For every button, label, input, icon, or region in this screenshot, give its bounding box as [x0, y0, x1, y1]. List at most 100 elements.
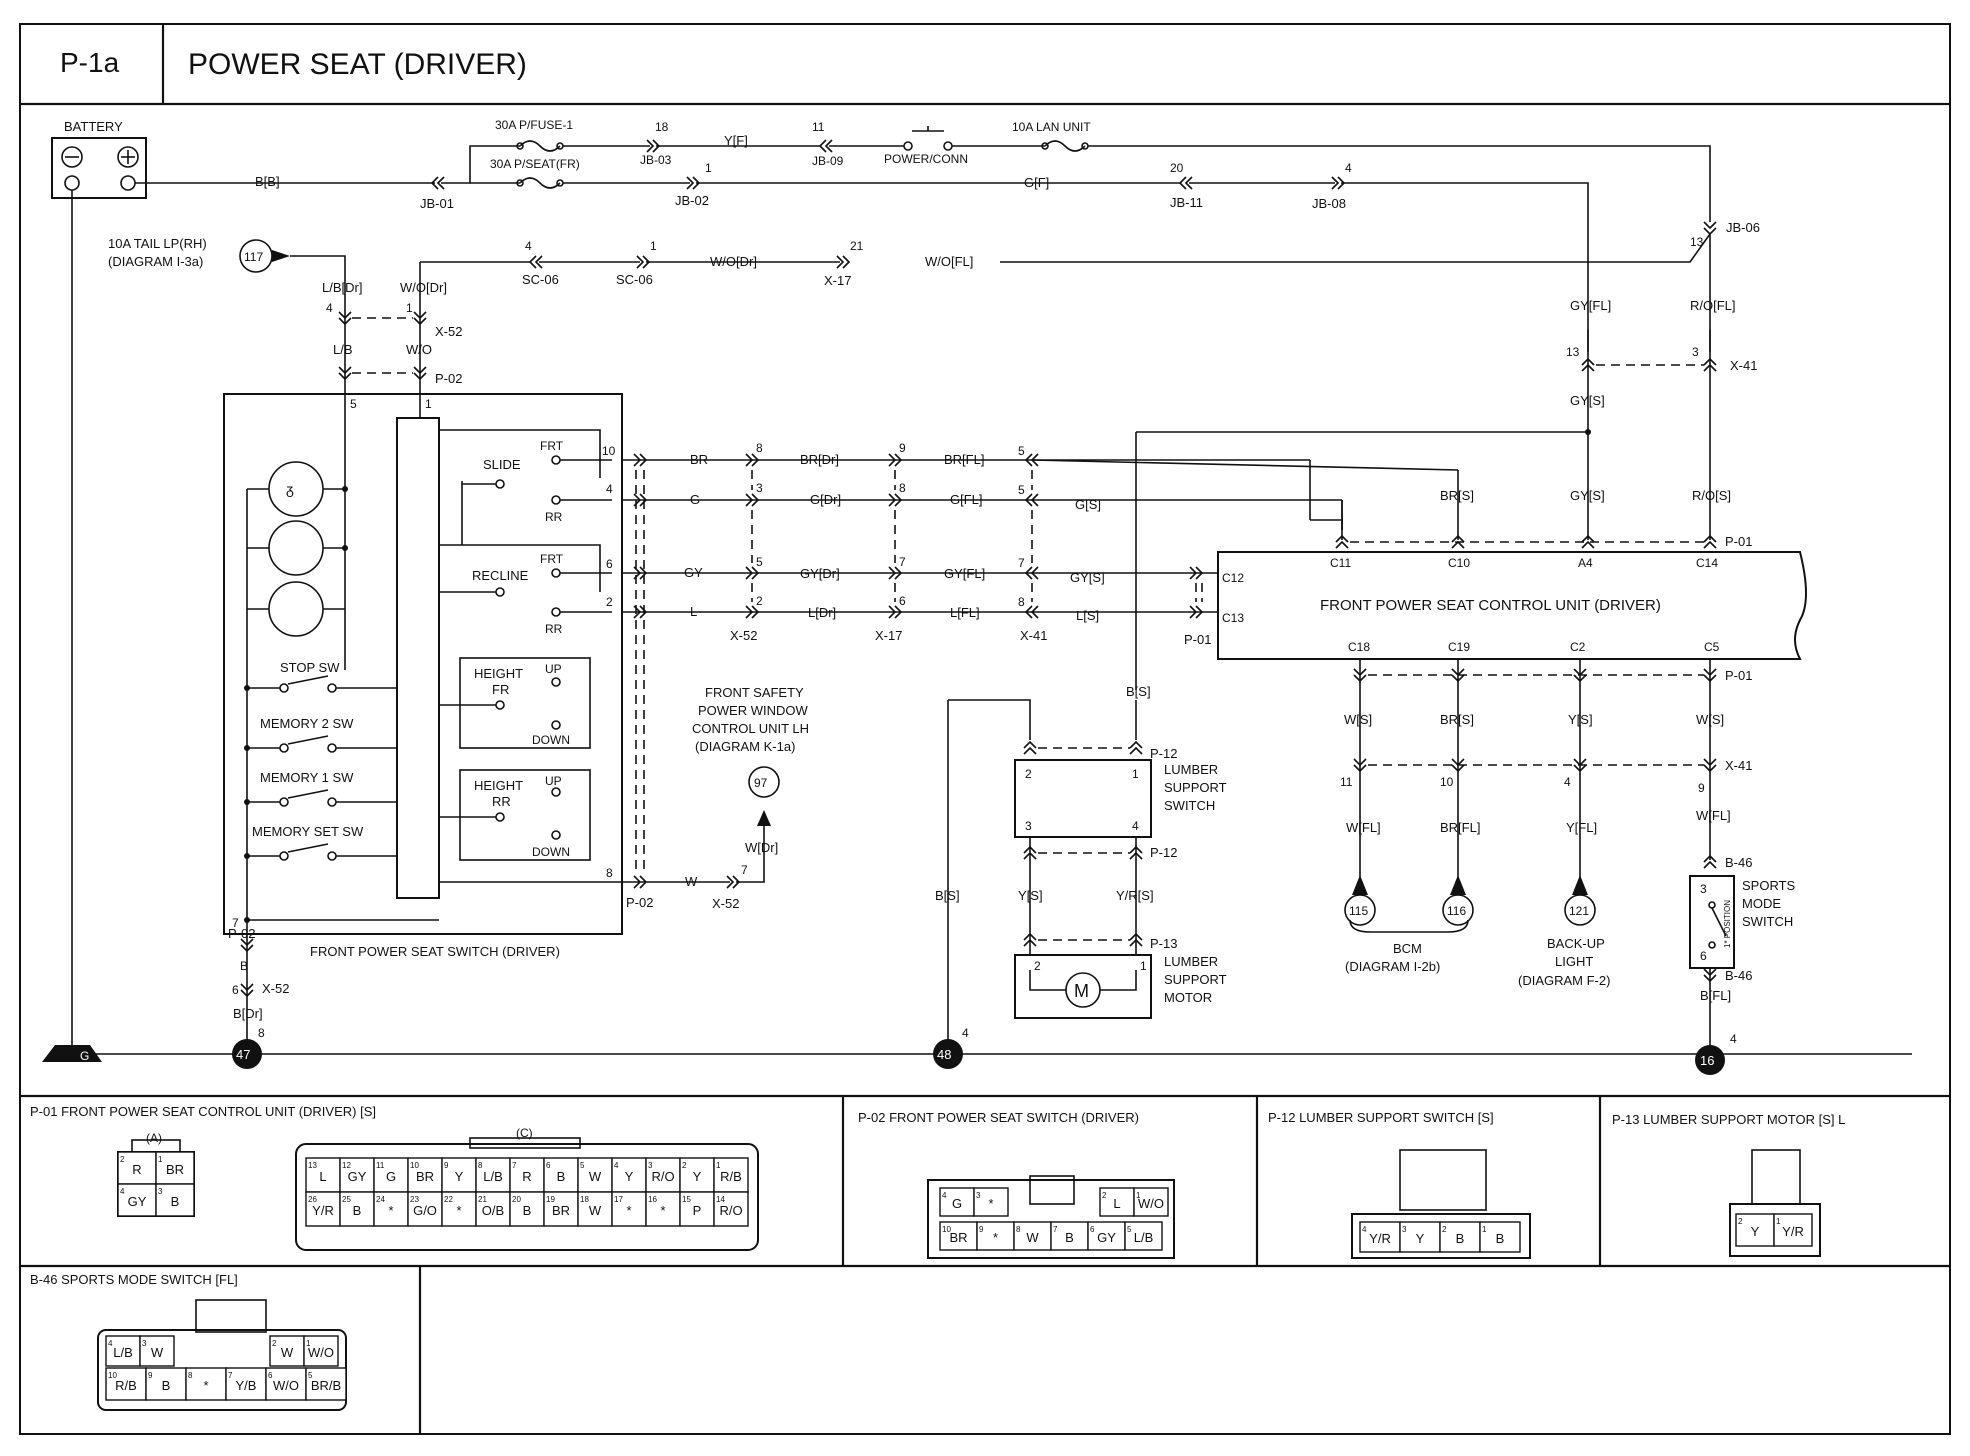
- b46-cell: 8*: [185, 1367, 227, 1401]
- svg-text:1: 1: [1482, 1225, 1487, 1234]
- svg-text:O/B: O/B: [482, 1203, 504, 1218]
- svg-text:Y[S]: Y[S]: [1018, 888, 1043, 903]
- ground-g: G: [42, 1045, 102, 1063]
- svg-text:1: 1: [406, 301, 413, 315]
- svg-text:(C): (C): [516, 1126, 533, 1140]
- svg-text:FRT: FRT: [540, 439, 564, 453]
- svg-text:7: 7: [899, 555, 906, 569]
- svg-text:G[FL]: G[FL]: [950, 492, 983, 507]
- svg-text:M: M: [1074, 981, 1089, 1001]
- p01c-cell: 22*: [441, 1191, 477, 1227]
- height-rr-label: HEIGHT: [474, 778, 523, 793]
- p02-cell: 8W: [1013, 1221, 1052, 1251]
- svg-text:4: 4: [614, 1161, 619, 1170]
- svg-text:18: 18: [580, 1195, 589, 1204]
- svg-text:B[FL]: B[FL]: [1700, 988, 1731, 1003]
- svg-text:3: 3: [756, 481, 763, 495]
- svg-text:2: 2: [1442, 1225, 1447, 1234]
- p02-cell: 5L/B: [1124, 1221, 1163, 1251]
- p01c-cell: 21O/B: [475, 1191, 511, 1227]
- b46-cell: 10R/B: [105, 1367, 147, 1401]
- svg-text:B[Dr]: B[Dr]: [233, 1006, 263, 1021]
- svg-text:Y/R: Y/R: [1782, 1224, 1804, 1239]
- svg-text:1: 1: [158, 1155, 163, 1164]
- conn-jb01: JB-01: [420, 196, 454, 211]
- svg-text:ᵹ: ᵹ: [286, 481, 294, 497]
- svg-text:18: 18: [655, 120, 669, 134]
- svg-text:13: 13: [1566, 345, 1580, 359]
- svg-text:9: 9: [444, 1161, 449, 1170]
- svg-text:B: B: [557, 1169, 566, 1184]
- svg-text:Y/B: Y/B: [236, 1378, 257, 1393]
- svg-text:P-02 FRONT POWER SEAT SWITCH (: P-02 FRONT POWER SEAT SWITCH (DRIVER): [858, 1110, 1139, 1125]
- svg-text:12: 12: [342, 1161, 351, 1170]
- svg-text:Y: Y: [1751, 1224, 1760, 1239]
- svg-text:L/B: L/B: [483, 1169, 503, 1184]
- svg-text:B-46: B-46: [1725, 855, 1752, 870]
- recline-label: RECLINE: [472, 568, 529, 583]
- svg-text:POWER WINDOW: POWER WINDOW: [698, 703, 808, 718]
- svg-text:C18: C18: [1348, 640, 1370, 654]
- svg-text:Y[FL]: Y[FL]: [1566, 820, 1597, 835]
- svg-text:6: 6: [899, 594, 906, 608]
- p02-cell: 2L: [1099, 1187, 1135, 1217]
- svg-text:R/O[S]: R/O[S]: [1692, 488, 1731, 503]
- svg-text:1: 1: [716, 1161, 721, 1170]
- svg-text:W: W: [151, 1345, 164, 1360]
- svg-text:W: W: [281, 1345, 294, 1360]
- svg-text:115: 115: [1349, 904, 1368, 918]
- p01c-cell: 23G/O: [407, 1191, 443, 1227]
- svg-text:G: G: [80, 1049, 89, 1063]
- svg-text:13: 13: [308, 1161, 317, 1170]
- svg-text:4: 4: [606, 482, 613, 496]
- svg-text:3: 3: [1700, 882, 1707, 896]
- svg-text:3: 3: [1692, 345, 1699, 359]
- svg-text:BR: BR: [416, 1169, 434, 1184]
- height-fr-label: HEIGHT: [474, 666, 523, 681]
- svg-text:6: 6: [268, 1371, 273, 1380]
- svg-text:A4: A4: [1578, 556, 1593, 570]
- svg-text:C2: C2: [1570, 640, 1586, 654]
- svg-text:Y[S]: Y[S]: [1568, 712, 1593, 727]
- conn-x52-a: X-52: [435, 324, 462, 339]
- svg-text:W/O: W/O: [406, 342, 432, 357]
- svg-text:B[S]: B[S]: [1126, 684, 1151, 699]
- svg-text:(DIAGRAM K-1a): (DIAGRAM K-1a): [695, 739, 795, 754]
- svg-text:P-12: P-12: [1150, 845, 1177, 860]
- svg-text:LUMBER: LUMBER: [1164, 954, 1218, 969]
- svg-text:8: 8: [756, 441, 763, 455]
- svg-text:R/O: R/O: [651, 1169, 674, 1184]
- svg-text:P-02: P-02: [626, 895, 653, 910]
- svg-text:4: 4: [1362, 1225, 1367, 1234]
- svg-text:4: 4: [1564, 775, 1571, 789]
- svg-text:6: 6: [232, 983, 239, 997]
- svg-text:W[S]: W[S]: [1696, 712, 1724, 727]
- svg-text:8: 8: [606, 866, 613, 880]
- svg-text:9: 9: [1698, 781, 1705, 795]
- svg-text:B[S]: B[S]: [935, 888, 960, 903]
- svg-text:4: 4: [108, 1339, 113, 1348]
- svg-text:GY[S]: GY[S]: [1570, 488, 1605, 503]
- conn-jb09: JB-09: [812, 154, 844, 168]
- p01c-cell: 18W: [577, 1191, 613, 1227]
- svg-text:6: 6: [1090, 1225, 1095, 1234]
- svg-text:RR: RR: [545, 622, 563, 636]
- svg-text:2: 2: [272, 1339, 277, 1348]
- p01c-cell: 14R/O: [713, 1191, 749, 1227]
- svg-text:48: 48: [937, 1047, 951, 1062]
- svg-text:17: 17: [614, 1195, 623, 1204]
- conn-jb03: JB-03: [640, 153, 672, 167]
- svg-text:4: 4: [1730, 1032, 1737, 1046]
- svg-text:7: 7: [741, 863, 748, 877]
- svg-text:2: 2: [1738, 1217, 1743, 1226]
- svg-text:B: B: [1065, 1230, 1074, 1245]
- svg-text:X-17: X-17: [875, 628, 902, 643]
- power-conn: POWER/CONN: [884, 152, 968, 166]
- lumber-support-switch: 2 1 3 4 LUMBER SUPPORT SWITCH: [1014, 759, 1227, 838]
- svg-text:5: 5: [1018, 483, 1025, 497]
- svg-text:6: 6: [1700, 949, 1707, 963]
- svg-text:8: 8: [258, 1026, 265, 1040]
- svg-text:P-01: P-01: [1184, 632, 1211, 647]
- svg-text:*: *: [993, 1230, 998, 1245]
